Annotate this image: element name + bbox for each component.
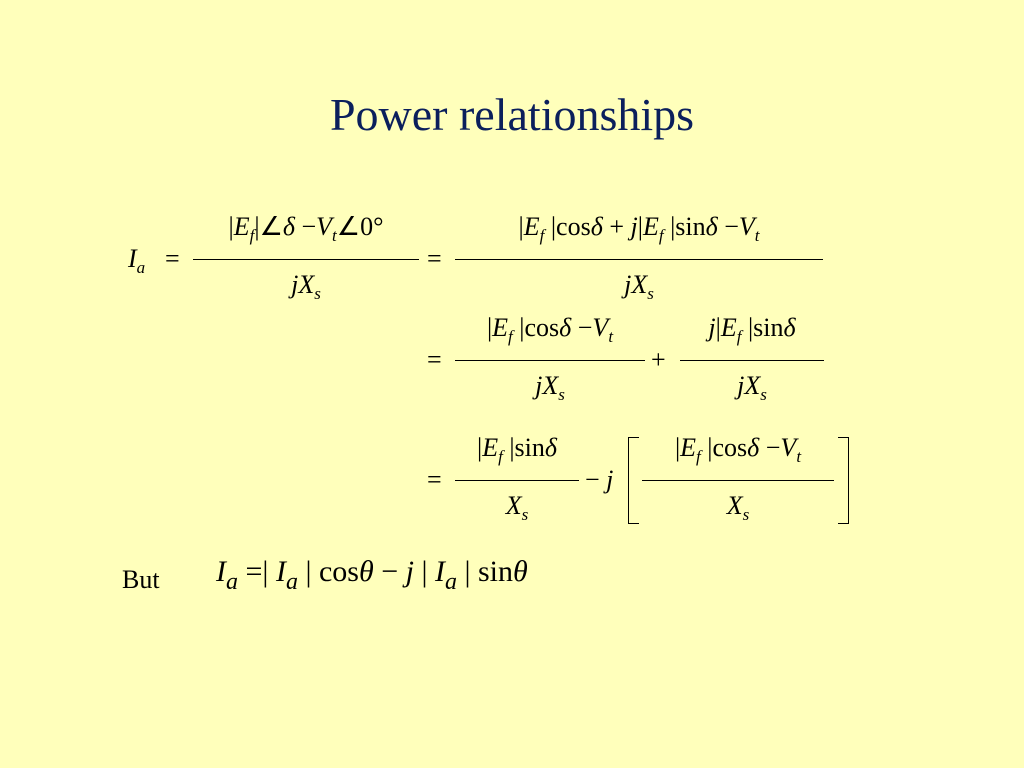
- equals-sign: =: [427, 345, 442, 374]
- fraction-6: |Ef |cosδ −Vt Xs: [642, 433, 834, 525]
- slide-title: Power relationships: [329, 89, 695, 140]
- but-label: But: [122, 565, 160, 594]
- equals-sign: =: [427, 465, 442, 494]
- equals-sign: =: [165, 244, 180, 273]
- left-bracket: [628, 437, 639, 524]
- equals-sign: =: [427, 244, 442, 273]
- minus-j: − j: [585, 465, 614, 494]
- plus-sign: +: [651, 345, 666, 374]
- current-polar-equation: Ia =| Ia | cosθ − j | Ia | sinθ: [216, 555, 528, 595]
- lhs-ia: Ia: [128, 244, 146, 277]
- right-bracket: [838, 437, 849, 524]
- fraction-2: |Ef |cosδ + j|Ef |sinδ −Vt jXs: [455, 212, 823, 304]
- fraction-5: |Ef |sinδ Xs: [455, 433, 579, 525]
- fraction-1: |Ef|∠δ −Vt∠0° jXs: [193, 212, 419, 304]
- fraction-4: j|Ef |sinδ jXs: [680, 313, 824, 405]
- fraction-3: |Ef |cosδ −Vt jXs: [455, 313, 645, 405]
